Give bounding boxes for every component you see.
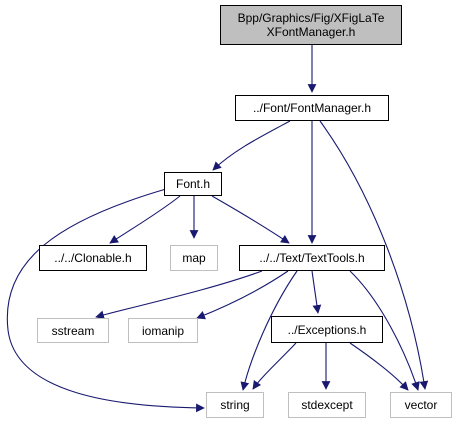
node-texttools[interactable]: ../../Text/TextTools.h xyxy=(239,245,385,271)
edge-texttools-to-exceptions xyxy=(311,270,322,314)
edge-texttools-to-sstream xyxy=(95,270,263,320)
edge-texttools-to-vector xyxy=(349,270,420,391)
node-vector[interactable]: vector xyxy=(390,392,452,418)
edge-fontmanager-to-vector xyxy=(319,120,429,390)
edge-fontmanager-to-font xyxy=(212,120,291,171)
node-map[interactable]: map xyxy=(170,245,218,271)
node-root-header[interactable]: Bpp/Graphics/Fig/XFigLaTe XFontManager.h xyxy=(220,5,402,45)
node-iomanip[interactable]: iomanip xyxy=(128,318,198,343)
edge-font-to-string xyxy=(6,188,205,413)
node-fontmanager[interactable]: ../Font/FontManager.h xyxy=(235,95,389,121)
edge-exceptions-to-string xyxy=(252,342,297,390)
node-exceptions[interactable]: ../Exceptions.h xyxy=(271,316,383,343)
edge-texttools-to-iomanip xyxy=(196,270,289,320)
root-header-line2: XFontManager.h xyxy=(266,25,356,39)
root-header-line1: Bpp/Graphics/Fig/XFigLaTe xyxy=(237,11,385,25)
edge-exceptions-to-vector xyxy=(349,342,409,391)
node-font[interactable]: Font.h xyxy=(164,172,222,196)
node-stdexcept[interactable]: stdexcept xyxy=(288,392,366,418)
edge-texttools-to-string xyxy=(240,270,298,391)
node-string[interactable]: string xyxy=(206,392,264,418)
edge-font-to-clonable xyxy=(109,195,181,244)
edge-font-to-texttools xyxy=(211,195,290,244)
node-clonable[interactable]: ../../Clonable.h xyxy=(39,245,147,271)
node-sstream[interactable]: sstream xyxy=(37,318,109,343)
